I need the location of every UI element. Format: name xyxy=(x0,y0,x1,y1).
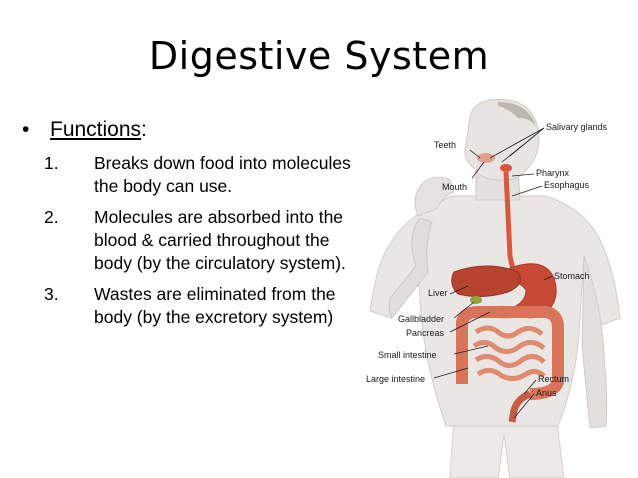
item-text: Wastes are eliminated from the body (by … xyxy=(94,284,336,327)
item-number: 2. xyxy=(44,207,59,227)
function-item-2: 2. Molecules are absorbed into the blood… xyxy=(44,206,364,275)
function-item-3: 3. Wastes are eliminated from the body (… xyxy=(44,283,364,329)
label-rectum: Rectum xyxy=(538,374,569,384)
functions-heading: Functions xyxy=(50,118,142,141)
label-anus: Anus xyxy=(536,388,557,398)
slide-title: Digestive System xyxy=(148,34,490,78)
function-item-1: 1. Breaks down food into molecules the b… xyxy=(44,152,364,198)
anatomy-illustration: Teeth Mouth Salivary glands Pharynx Esop… xyxy=(366,98,621,478)
label-stomach: Stomach xyxy=(554,271,590,281)
digestive-system-figure: Teeth Mouth Salivary glands Pharynx Esop… xyxy=(358,96,638,478)
digestive-organs xyxy=(451,153,564,423)
label-liver: Liver xyxy=(428,288,448,298)
label-esophagus: Esophagus xyxy=(544,180,590,190)
organ-labels: Teeth Mouth Salivary glands Pharynx Esop… xyxy=(366,122,608,398)
functions-colon: : xyxy=(141,118,147,141)
label-leaders xyxy=(433,127,553,419)
label-small-intestine: Small intestine xyxy=(378,350,437,360)
label-gallbladder: Gallbladder xyxy=(398,314,444,324)
functions-bullet: • Functions: xyxy=(22,118,147,142)
label-pharynx: Pharynx xyxy=(536,168,570,178)
label-salivary-glands: Salivary glands xyxy=(546,122,608,132)
item-number: 3. xyxy=(44,284,59,304)
item-text: Molecules are absorbed into the blood & … xyxy=(94,207,346,273)
item-number: 1. xyxy=(44,153,59,173)
label-large-intestine: Large intestine xyxy=(366,374,425,384)
label-teeth: Teeth xyxy=(434,140,456,150)
label-pancreas: Pancreas xyxy=(406,328,445,338)
function-list: 1. Breaks down food into molecules the b… xyxy=(44,152,364,337)
label-mouth: Mouth xyxy=(442,182,467,192)
item-text: Breaks down food into molecules the body… xyxy=(94,153,351,196)
bullet-dot-icon: • xyxy=(22,118,30,141)
